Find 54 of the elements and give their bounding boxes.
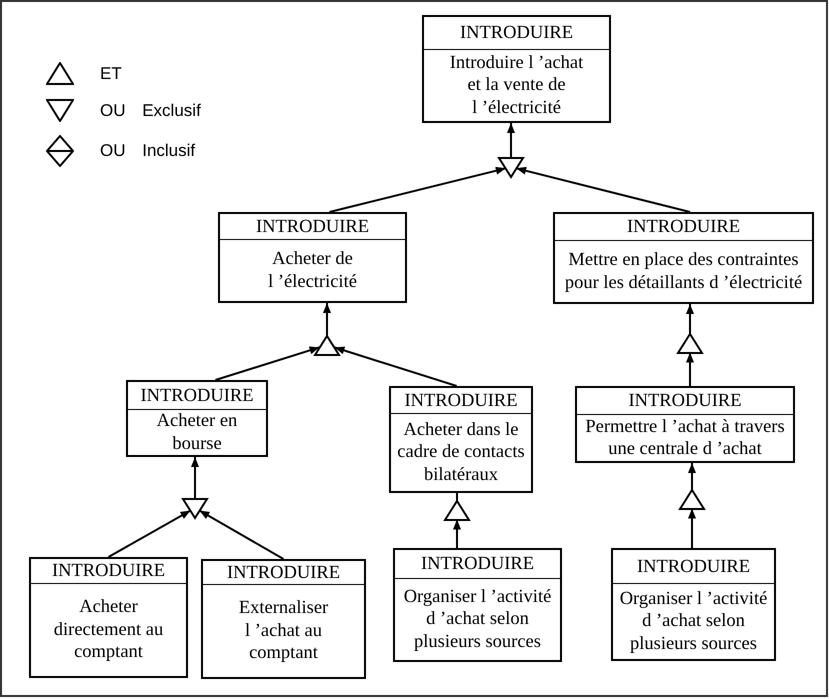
legend-label: OU Inclusif — [100, 141, 196, 161]
arrow — [108, 510, 192, 558]
box-text: Acheter en bourse — [156, 410, 238, 455]
goal-box — [389, 386, 533, 493]
goal-box — [29, 557, 188, 678]
arrow — [215, 346, 320, 381]
goal-box — [218, 212, 407, 303]
arrow — [686, 304, 694, 334]
arrow — [329, 166, 506, 213]
box-heading: INTRODUIRE — [256, 216, 370, 238]
box-text: Acheter de l ’électricité — [267, 248, 358, 293]
box-heading: INTRODUIRE — [140, 384, 254, 406]
triangle-connector — [677, 332, 703, 354]
legend-label: OU Exclusif — [100, 100, 201, 120]
connector-line — [456, 493, 458, 500]
arrow — [191, 457, 199, 498]
goal-box — [575, 386, 795, 463]
box-text: Permettre l ’achat à travers une centrale d ’achat — [584, 416, 786, 460]
box-text: Mettre en place des contraintes pour les détaillants d ’électricité — [564, 249, 804, 294]
goal-box — [553, 212, 814, 304]
arrow — [688, 508, 696, 548]
inverted-triangle-connector — [182, 498, 208, 518]
arrow — [516, 166, 690, 213]
box-heading: INTRODUIRE — [420, 553, 534, 575]
goal-box — [201, 559, 366, 679]
goal-box — [422, 15, 611, 123]
triangle-connector — [679, 488, 705, 510]
arrow — [453, 520, 461, 548]
box-text: Organiser l ’activité d ’achat selon plusieurs sources — [618, 588, 768, 656]
triangle-connector — [444, 500, 470, 520]
arrow — [507, 123, 515, 158]
box-text: Externaliser l ’achat au comptant — [238, 597, 330, 665]
triangle-connector — [314, 334, 340, 356]
arrow — [198, 510, 284, 560]
box-heading: INTRODUIRE — [460, 22, 574, 44]
goal-box — [393, 548, 562, 662]
box-heading: INTRODUIRE — [636, 556, 750, 578]
arrow — [323, 303, 331, 336]
goal-box — [611, 548, 776, 661]
box-text: Organiser l ’activité d ’achat selon plusieurs sources — [402, 586, 552, 654]
inverted-triangle-connector — [498, 156, 524, 178]
arrow — [688, 463, 696, 490]
arrow — [334, 346, 457, 387]
arrow — [686, 352, 694, 386]
legend-label: ET — [100, 64, 122, 84]
box-heading: INTRODUIRE — [226, 562, 340, 584]
box-heading: INTRODUIRE — [628, 390, 742, 412]
box-heading: INTRODUIRE — [626, 216, 740, 238]
box-heading: INTRODUIRE — [52, 560, 166, 582]
goal-box — [126, 380, 268, 457]
box-text: Acheter directement au comptant — [52, 596, 164, 664]
box-heading: INTRODUIRE — [404, 390, 518, 412]
box-text: Introduire l ’achat et la vente de l ’électricité — [448, 52, 584, 120]
box-text: Acheter dans le cadre de contacts bilatéraux — [396, 418, 526, 486]
